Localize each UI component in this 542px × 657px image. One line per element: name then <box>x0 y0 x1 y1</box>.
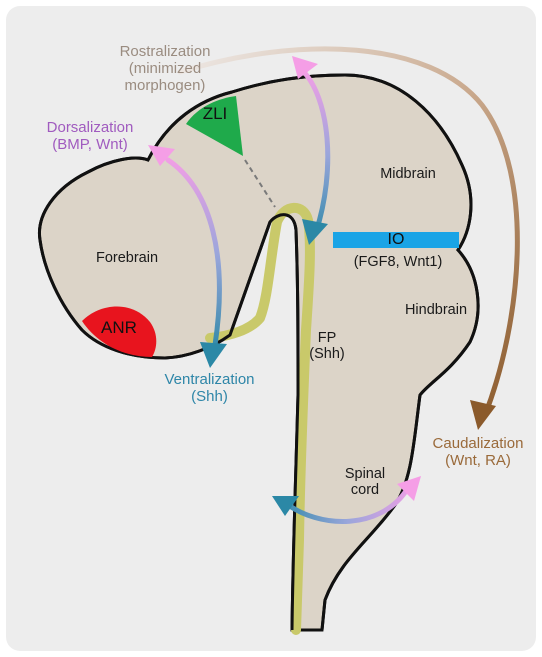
forebrain-text: Forebrain <box>82 250 172 266</box>
ventralization-label: Ventralization (Shh) <box>147 372 272 406</box>
io-label: IO <box>372 231 420 249</box>
rostralization-label: Rostralization (minimized morphogen) <box>85 44 245 94</box>
hindbrain-label: Hindbrain <box>394 302 478 318</box>
caudalization-factors: (Wnt, RA) <box>420 453 536 470</box>
io-text: IO <box>372 231 420 249</box>
rostralization-title: Rostralization <box>85 44 245 61</box>
dorsalization-label: Dorsalization (BMP, Wnt) <box>30 120 150 154</box>
forebrain-label: Forebrain <box>82 250 172 266</box>
anr-text: ANR <box>94 318 144 337</box>
zli-text: ZLI <box>195 104 235 123</box>
caudalization-label: Caudalization (Wnt, RA) <box>420 436 536 470</box>
rostralization-detail-2: morphogen) <box>85 78 245 95</box>
spinal-cord-label: Spinal cord <box>330 466 400 498</box>
dorsalization-title: Dorsalization <box>30 120 150 137</box>
floor-plate-title: FP <box>302 330 352 346</box>
ventralization-title: Ventralization <box>147 372 272 389</box>
midbrain-label: Midbrain <box>368 166 448 182</box>
anr-label: ANR <box>94 318 144 337</box>
dorsalization-factors: (BMP, Wnt) <box>30 137 150 154</box>
floor-plate-factor: (Shh) <box>302 346 352 362</box>
floor-plate-label: FP (Shh) <box>302 330 352 362</box>
rostralization-detail-1: (minimized <box>85 61 245 78</box>
hindbrain-text: Hindbrain <box>394 302 478 318</box>
midbrain-text: Midbrain <box>368 166 448 182</box>
io-factors-text: (FGF8, Wnt1) <box>346 254 450 270</box>
io-factors-label: (FGF8, Wnt1) <box>346 254 450 270</box>
ventralization-factors: (Shh) <box>147 389 272 406</box>
caudalization-title: Caudalization <box>420 436 536 453</box>
spinal-cord-line-2: cord <box>330 482 400 498</box>
spinal-cord-line-1: Spinal <box>330 466 400 482</box>
zli-label: ZLI <box>195 104 235 123</box>
